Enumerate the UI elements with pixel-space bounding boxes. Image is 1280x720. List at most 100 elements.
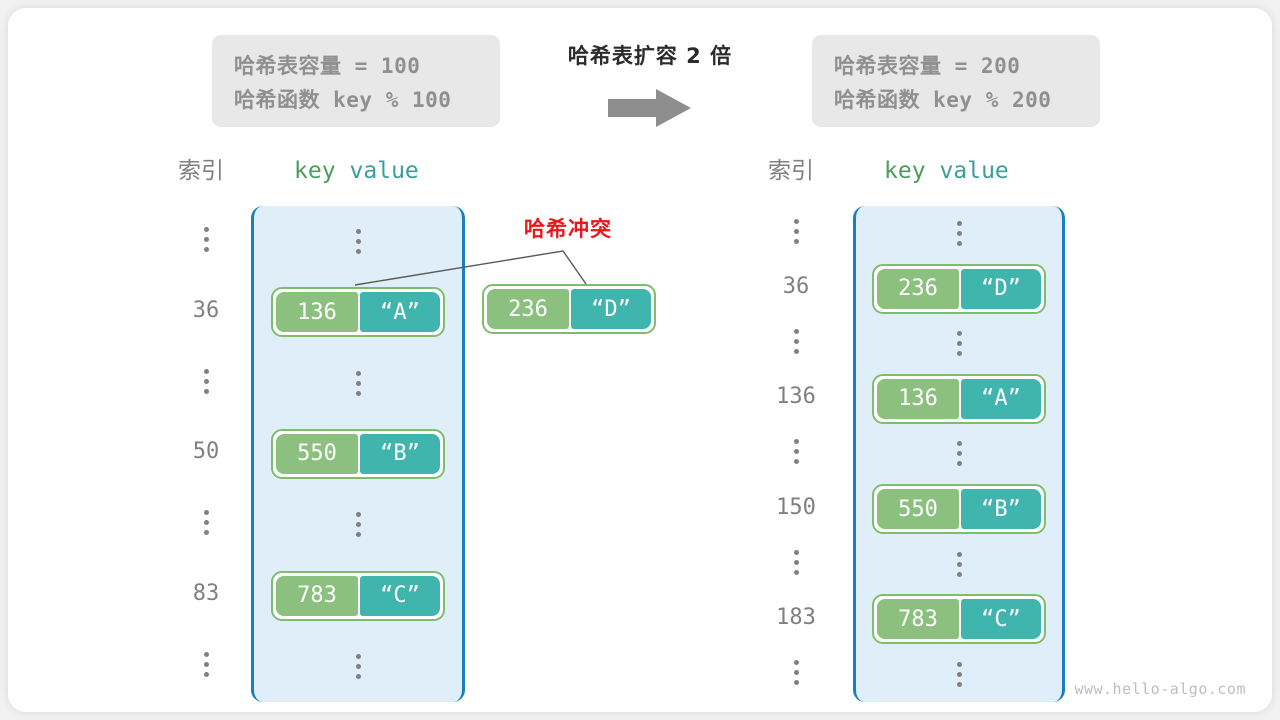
index-cell: 50	[192, 439, 220, 465]
bucket-slot: 136“A”	[856, 371, 1062, 426]
left-hashfn-label: 哈希函数	[234, 88, 320, 112]
pair-value: “A”	[360, 292, 440, 333]
bucket-slot: 550“B”	[254, 419, 462, 490]
index-cell	[166, 204, 246, 275]
vertical-ellipsis-icon	[355, 512, 361, 538]
left-index-column: 36 50 83	[166, 204, 246, 700]
vertical-ellipsis-icon	[793, 439, 799, 465]
empty-slot	[856, 537, 1062, 592]
empty-slot	[254, 206, 462, 277]
vertical-ellipsis-icon	[793, 219, 799, 245]
left-hashfn-line: 哈希函数 key % 100	[234, 83, 478, 117]
right-hashfn-label: 哈希函数	[834, 88, 920, 112]
pair-value: “C”	[961, 599, 1041, 640]
pair-key: 783	[877, 599, 959, 640]
pair-key: 550	[877, 489, 959, 530]
index-cell	[756, 424, 836, 479]
right-header-key: key	[884, 158, 926, 184]
empty-slot	[254, 348, 462, 419]
index-cell: 136	[776, 384, 816, 410]
left-hashfn-value: key % 100	[320, 88, 452, 112]
right-capacity-label: 哈希表容量	[834, 54, 942, 78]
index-cell	[166, 346, 246, 417]
vertical-ellipsis-icon	[355, 370, 361, 396]
empty-slot	[856, 647, 1062, 702]
index-cell	[166, 629, 246, 700]
index-cell	[756, 204, 836, 259]
vertical-ellipsis-icon	[203, 368, 209, 394]
collision-pair: 236 “D”	[482, 284, 656, 334]
right-arrow-icon	[608, 89, 691, 127]
vertical-ellipsis-icon	[956, 331, 962, 357]
left-capacity-line: 哈希表容量 = 100	[234, 49, 478, 83]
right-hash-table-bucket: 236“D” 136“A” 550“B” 783“C”	[853, 206, 1065, 702]
pair-value: “C”	[360, 575, 440, 616]
diagram-card: 哈希表容量 = 100 哈希函数 key % 100 哈希表容量 = 200 哈…	[8, 8, 1272, 712]
index-cell	[756, 535, 836, 590]
bucket-slot: 783“C”	[254, 560, 462, 631]
left-hash-table-bucket: 136“A” 550“B” 783“C”	[251, 206, 465, 702]
pair-key: 236	[487, 289, 569, 329]
pair-key: 136	[877, 378, 959, 419]
pair-value: “B”	[961, 489, 1041, 530]
key-value-pair: 236“D”	[872, 263, 1046, 314]
key-value-pair: 136“A”	[872, 373, 1046, 424]
empty-slot	[254, 631, 462, 702]
vertical-ellipsis-icon	[203, 226, 209, 252]
index-cell	[756, 314, 836, 369]
right-hashfn-line: 哈希函数 key % 200	[834, 83, 1078, 117]
bucket-slot: 236“D”	[856, 261, 1062, 316]
left-header-key: key	[294, 158, 336, 184]
vertical-ellipsis-icon	[355, 654, 361, 680]
index-cell	[166, 487, 246, 558]
right-capacity-value: = 200	[941, 54, 1021, 78]
vertical-ellipsis-icon	[355, 228, 361, 254]
bucket-slot: 783“C”	[856, 592, 1062, 647]
key-value-pair: 236 “D”	[482, 284, 656, 334]
left-header-value: value	[349, 158, 419, 184]
pair-value: “B”	[360, 433, 440, 474]
key-value-pair: 783“C”	[271, 570, 445, 621]
pair-value: “D”	[961, 268, 1041, 309]
vertical-ellipsis-icon	[956, 661, 962, 687]
resize-title: 哈希表扩容 2 倍	[567, 44, 733, 68]
vertical-ellipsis-icon	[956, 221, 962, 247]
left-capacity-value: = 100	[341, 54, 421, 78]
key-value-pair: 783“C”	[872, 594, 1046, 645]
key-value-pair: 136“A”	[271, 287, 445, 338]
vertical-ellipsis-icon	[956, 441, 962, 467]
vertical-ellipsis-icon	[793, 329, 799, 355]
right-hashfn-value: key % 200	[920, 88, 1052, 112]
bucket-slot: 550“B”	[856, 482, 1062, 537]
vertical-ellipsis-icon	[793, 549, 799, 575]
right-capacity-line: 哈希表容量 = 200	[834, 49, 1078, 83]
bucket-slot: 136“A”	[254, 277, 462, 348]
right-hash-config-box: 哈希表容量 = 200 哈希函数 key % 200	[812, 35, 1100, 127]
key-value-pair: 550“B”	[271, 428, 445, 479]
vertical-ellipsis-icon	[203, 510, 209, 536]
index-cell: 36	[192, 297, 220, 323]
vertical-ellipsis-icon	[793, 659, 799, 685]
index-cell	[756, 645, 836, 700]
index-cell: 183	[776, 604, 816, 630]
index-cell: 83	[192, 581, 220, 607]
right-header-value: value	[939, 158, 1009, 184]
pair-key: 550	[276, 433, 358, 474]
pair-value: “D”	[571, 289, 651, 329]
empty-slot	[856, 316, 1062, 371]
index-cell: 36	[782, 274, 810, 300]
pair-key: 136	[276, 292, 358, 333]
collision-label: 哈希冲突	[524, 217, 612, 241]
pair-key: 236	[877, 268, 959, 309]
key-value-pair: 550“B”	[872, 484, 1046, 535]
left-capacity-label: 哈希表容量	[234, 54, 342, 78]
watermark: www.hello-algo.com	[1074, 680, 1246, 698]
vertical-ellipsis-icon	[203, 652, 209, 678]
left-hash-config-box: 哈希表容量 = 100 哈希函数 key % 100	[212, 35, 500, 127]
pair-key: 783	[276, 575, 358, 616]
empty-slot	[254, 489, 462, 560]
